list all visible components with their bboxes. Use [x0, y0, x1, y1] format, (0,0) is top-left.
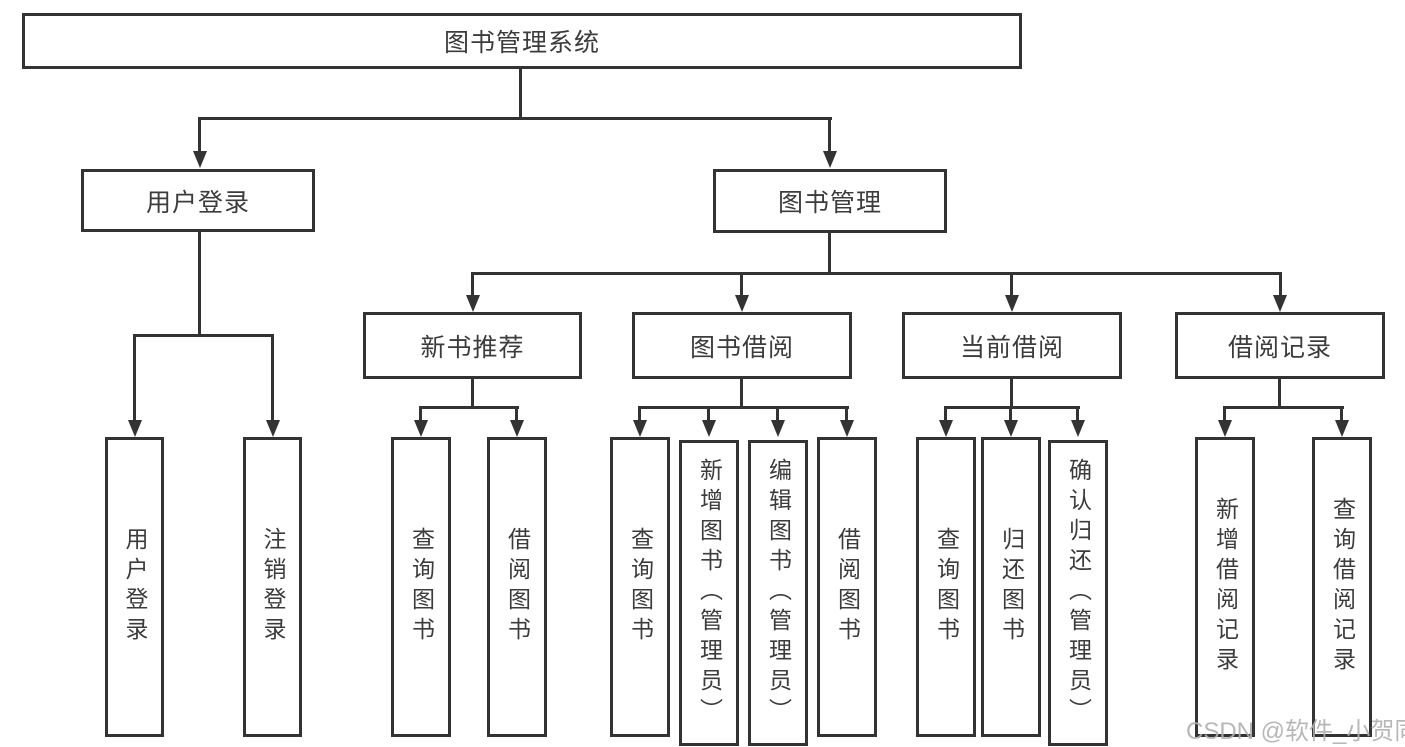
- connector-to-leaf-user-login-line: [133, 334, 136, 422]
- leaf-br-query-record-label: 查询借阅记录: [1329, 497, 1356, 677]
- connector-nb-borrow-line: [515, 406, 518, 425]
- leaf-bb-borrow-books: 借阅图书: [817, 437, 877, 737]
- node-book-borrow-label: 图书借阅: [689, 333, 794, 362]
- leaf-nb-borrow-books: 借阅图书: [487, 437, 547, 737]
- leaf-cb-query-books-label: 查询图书: [933, 527, 960, 647]
- arrow-to-bb-query-books: [633, 420, 647, 437]
- leaf-user-login-label: 用户登录: [122, 527, 148, 647]
- connector-new-book-rail: [419, 406, 519, 409]
- node-current-borrow: 当前借阅: [902, 312, 1122, 379]
- connector-to-book-borrow-line: [740, 272, 743, 298]
- connector-br-add-line: [1223, 406, 1226, 425]
- arrow-to-leaf-logout: [266, 420, 280, 437]
- node-root-label: 图书管理系统: [443, 29, 600, 57]
- arrow-to-borrow-records: [1273, 295, 1287, 312]
- arrow-to-bb-borrow-books: [840, 420, 854, 437]
- connector-br-query-line: [1340, 406, 1343, 425]
- connector-new-book-stem: [471, 379, 474, 408]
- node-book-borrow: 图书借阅: [632, 312, 852, 379]
- connector-to-borrow-records-line: [1279, 272, 1282, 298]
- leaf-cb-confirm-return-admin: 确认归还（管理员）: [1048, 440, 1108, 746]
- leaf-cb-return-books: 归还图书: [981, 437, 1041, 737]
- arrow-to-cb-confirm-return: [1071, 420, 1085, 437]
- leaf-logout: 注销登录: [243, 437, 302, 737]
- connector-borrow-records-stem: [1278, 379, 1281, 408]
- node-borrow-records-label: 借阅记录: [1227, 333, 1332, 362]
- leaf-bb-edit-books-admin: 编辑图书（管理员）: [748, 440, 808, 746]
- connector-book-borrow-stem: [740, 379, 743, 408]
- arrow-to-br-query-record: [1335, 420, 1349, 437]
- leaf-nb-query-books-label: 查询图书: [408, 527, 435, 647]
- arrow-to-bb-edit-books: [771, 420, 785, 437]
- arrow-to-nb-query-books: [414, 420, 428, 437]
- arrow-to-cb-return-books: [1004, 420, 1018, 437]
- connector-book-management-rail: [471, 272, 1282, 275]
- leaf-bb-query-books: 查询图书: [610, 437, 670, 737]
- connector-bb-edit-line: [776, 406, 779, 425]
- arrow-to-bb-add-books: [702, 420, 716, 437]
- node-book-management-label: 图书管理: [777, 189, 882, 217]
- arrow-to-br-add-record: [1218, 420, 1232, 437]
- node-root: 图书管理系统: [22, 13, 1022, 69]
- node-user-login: 用户登录: [81, 169, 315, 232]
- connector-cb-return-line: [1009, 406, 1012, 425]
- leaf-nb-borrow-books-label: 借阅图书: [504, 527, 531, 647]
- connector-cb-confirm-line: [1076, 406, 1079, 425]
- connector-bb-borrow-line: [845, 406, 848, 425]
- node-book-management: 图书管理: [713, 169, 947, 233]
- leaf-bb-add-books-admin: 新增图书（管理员）: [679, 440, 739, 746]
- node-current-borrow-label: 当前借阅: [959, 333, 1064, 362]
- connector-nb-query-line: [419, 406, 422, 425]
- connector-bb-add-line: [707, 406, 710, 425]
- arrow-to-new-book-recommend: [466, 295, 480, 312]
- leaf-cb-return-books-label: 归还图书: [998, 527, 1025, 647]
- connector-root-rail: [198, 117, 832, 120]
- connector-borrow-records-rail: [1223, 406, 1344, 409]
- leaf-bb-add-books-admin-label: 新增图书（管理员）: [696, 458, 723, 728]
- connector-current-borrow-rail: [944, 406, 1080, 409]
- connector-book-management-stem: [828, 233, 831, 274]
- connector-root-to-book-management-line: [828, 117, 831, 153]
- connector-current-borrow-stem: [1010, 379, 1013, 408]
- leaf-user-login: 用户登录: [105, 437, 164, 737]
- connector-root-stem: [519, 69, 522, 118]
- connector-bb-query-line: [638, 406, 641, 425]
- connector-to-current-borrow-line: [1010, 272, 1013, 298]
- leaf-bb-borrow-books-label: 借阅图书: [834, 527, 861, 647]
- leaf-nb-query-books: 查询图书: [391, 437, 451, 737]
- arrow-to-leaf-user-login: [128, 420, 142, 437]
- arrow-to-book-borrow: [735, 295, 749, 312]
- leaf-br-add-record: 新增借阅记录: [1195, 437, 1255, 737]
- node-borrow-records: 借阅记录: [1175, 312, 1385, 379]
- leaf-logout-label: 注销登录: [260, 527, 286, 647]
- connector-root-to-user-login-line: [198, 117, 201, 153]
- arrow-to-book-management: [823, 151, 837, 168]
- connector-user-login-stem: [198, 232, 201, 335]
- arrow-to-user-login: [193, 151, 207, 168]
- leaf-bb-edit-books-admin-label: 编辑图书（管理员）: [765, 458, 792, 728]
- connector-to-new-book-line: [471, 272, 474, 298]
- arrow-to-current-borrow: [1005, 295, 1019, 312]
- arrow-to-cb-query-books: [939, 420, 953, 437]
- leaf-br-query-record: 查询借阅记录: [1312, 437, 1372, 737]
- csdn-watermark: CSDN @软件_小贺同学: [1186, 718, 1405, 745]
- connector-user-login-rail: [133, 334, 274, 337]
- node-new-book-recommend-label: 新书推荐: [420, 333, 525, 362]
- leaf-br-add-record-label: 新增借阅记录: [1212, 497, 1239, 677]
- node-user-login-label: 用户登录: [145, 188, 250, 217]
- arrow-to-nb-borrow-books: [510, 420, 524, 437]
- connector-to-leaf-logout-line: [271, 334, 274, 422]
- leaf-bb-query-books-label: 查询图书: [627, 527, 654, 647]
- connector-cb-query-line: [944, 406, 947, 425]
- leaf-cb-confirm-return-admin-label: 确认归还（管理员）: [1065, 458, 1092, 728]
- leaf-cb-query-books: 查询图书: [916, 437, 976, 737]
- connector-book-borrow-rail: [638, 406, 849, 409]
- node-new-book-recommend: 新书推荐: [363, 312, 582, 379]
